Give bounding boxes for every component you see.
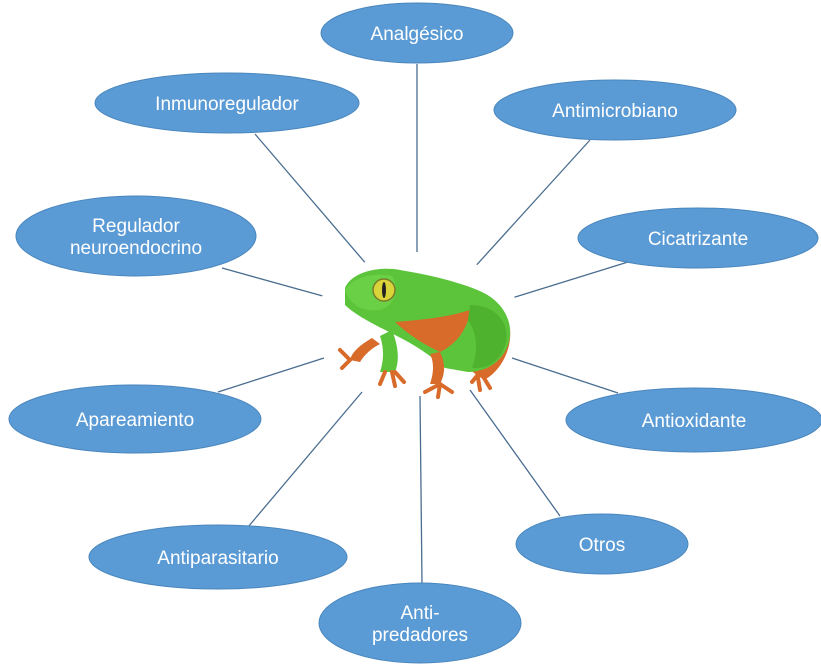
- node-label-antiparasitario: Antiparasitario: [157, 548, 278, 569]
- node-inmunoregulador: Inmunoregulador: [95, 73, 359, 133]
- connector-anti-predadores: [420, 396, 422, 583]
- connector-regulador-neuroendocrino: [222, 268, 330, 298]
- node-label-cicatrizante: Cicatrizante: [648, 229, 748, 250]
- node-cicatrizante: Cicatrizante: [578, 208, 818, 268]
- connector-inmunoregulador: [255, 134, 368, 266]
- node-label-regulador-neuroendocrino-line-1: Regulador: [92, 216, 180, 237]
- node-label-antimicrobiano: Antimicrobiano: [552, 101, 678, 122]
- connector-otros: [470, 390, 560, 516]
- node-antimicrobiano: Antimicrobiano: [494, 80, 736, 140]
- connector-cicatrizante: [512, 262, 628, 298]
- node-antioxidante: Antioxidante: [566, 388, 821, 452]
- node-apareamiento: Apareamiento: [9, 385, 261, 453]
- node-label-antioxidante: Antioxidante: [642, 411, 747, 432]
- node-label-apareamiento: Apareamiento: [76, 410, 194, 431]
- connector-antioxidante: [512, 358, 618, 393]
- node-otros: Otros: [516, 514, 688, 574]
- node-label-anti-predadores-line-2: predadores: [372, 625, 468, 646]
- connector-apareamiento: [218, 358, 324, 392]
- center-frog-image: [314, 252, 522, 397]
- node-label-regulador-neuroendocrino-line-2: neuroendocrino: [70, 238, 202, 259]
- node-label-analgesico: Analgésico: [371, 24, 464, 45]
- connector-antimicrobiano: [472, 140, 590, 270]
- node-analgesico: Analgésico: [321, 3, 513, 63]
- connector-antiparasitario: [248, 392, 362, 527]
- node-anti-predadores: Anti-predadores: [319, 583, 521, 663]
- node-label-anti-predadores-line-1: Anti-: [400, 603, 439, 624]
- node-label-inmunoregulador: Inmunoregulador: [155, 94, 299, 115]
- node-label-otros: Otros: [579, 535, 625, 556]
- node-antiparasitario: Antiparasitario: [89, 525, 347, 589]
